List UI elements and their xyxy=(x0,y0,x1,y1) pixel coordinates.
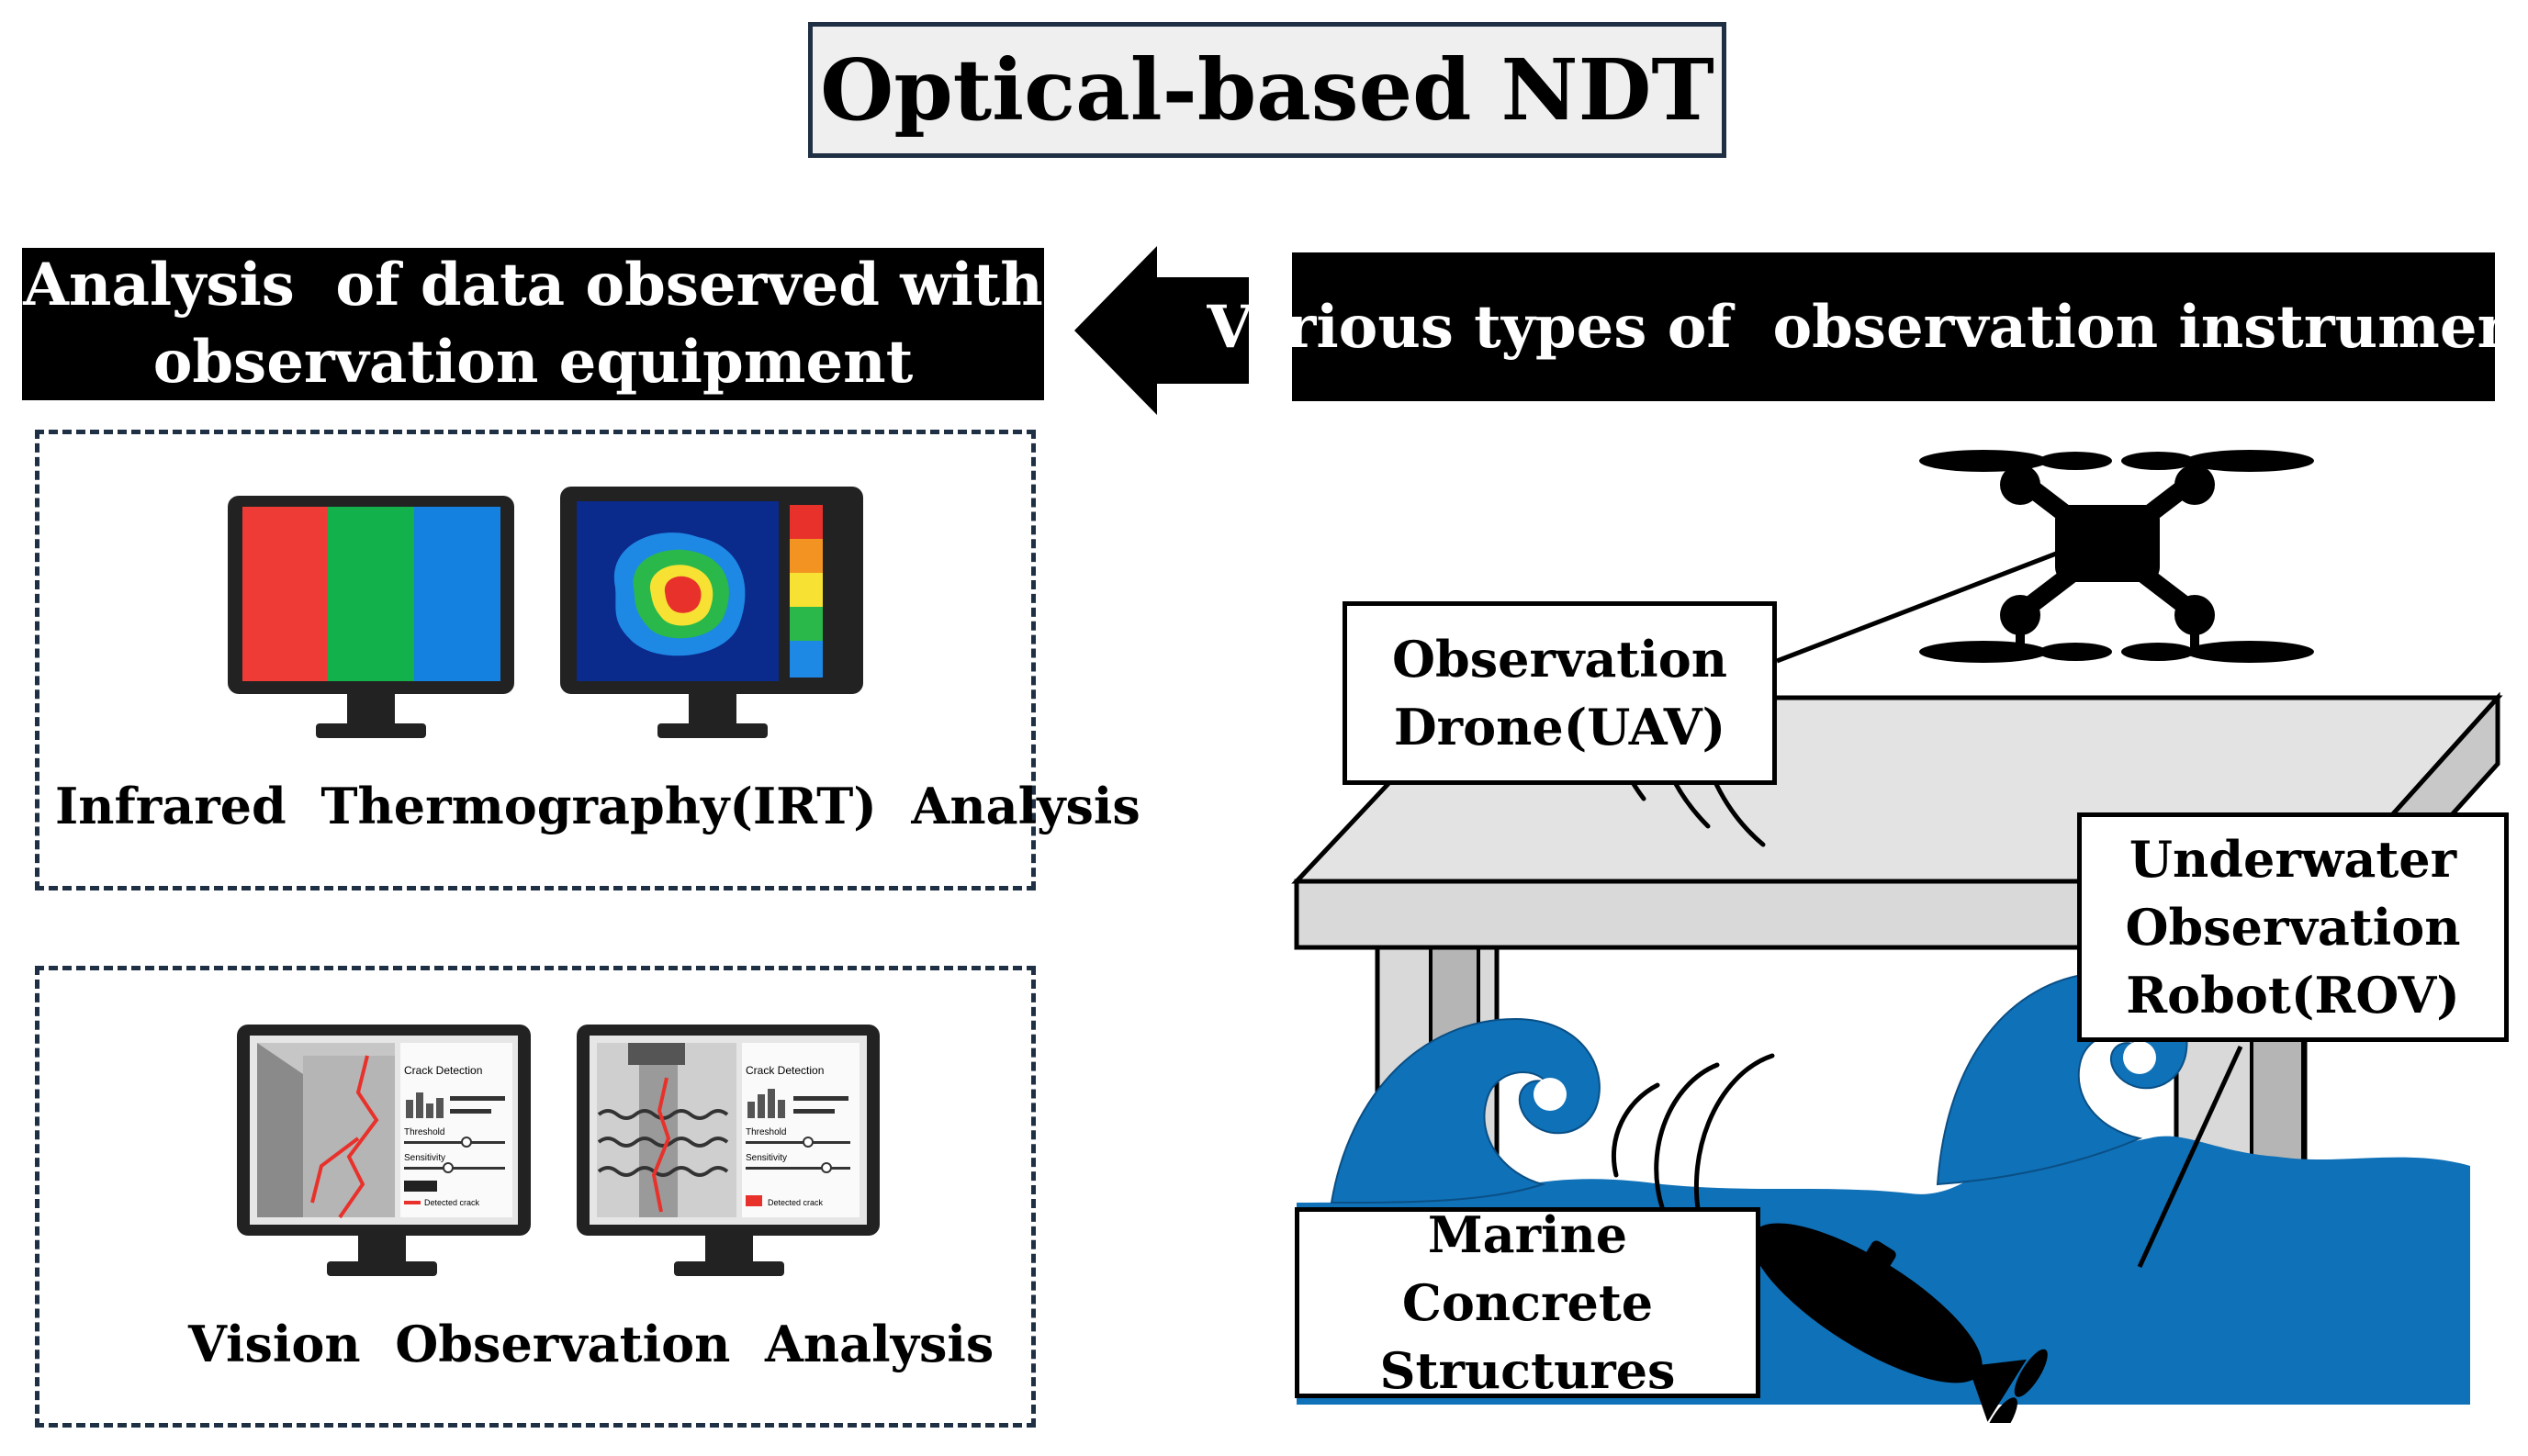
marine-callout-line1: Marine Concrete xyxy=(1401,1205,1654,1332)
vision-sensitivity-b: Sensitivity xyxy=(746,1153,787,1163)
analysis-header: Analysis of data observed with observati… xyxy=(22,248,1044,400)
vision-legend-a: Detected crack xyxy=(424,1198,480,1207)
drone-icon xyxy=(1919,450,2314,663)
vision-panel-title-a: Crack Detection xyxy=(404,1064,482,1077)
analysis-header-line1: Analysis of data observed with xyxy=(23,251,1043,319)
irt-monitors xyxy=(228,487,863,738)
rov-callout-line2: Observation xyxy=(2125,898,2461,957)
drone-callout-line1: Observation xyxy=(1391,630,1728,689)
rov-callout-line3: Robot(ROV) xyxy=(2126,966,2460,1025)
drone-callout: Observation Drone(UAV) xyxy=(1343,601,1777,785)
irt-analysis-label: Infrared Thermography(IRT) Analysis xyxy=(55,777,1140,835)
rov-callout: Underwater Observation Robot(ROV) xyxy=(2077,812,2509,1042)
rov-leader-line xyxy=(2137,1045,2243,1269)
vision-legend-b: Detected crack xyxy=(768,1198,824,1207)
crack-detection-monitor-icon: Crack Detection Threshold Sensitivity De… xyxy=(237,1025,531,1276)
vision-analysis-panel xyxy=(35,966,1036,1428)
vision-panel-title-b: Crack Detection xyxy=(746,1064,824,1077)
rov-callout-line1: Underwater xyxy=(2129,830,2457,889)
thermal-monitor-icon xyxy=(560,487,863,738)
vision-threshold-b: Threshold xyxy=(746,1127,786,1137)
vision-monitors: Crack Detection Threshold Sensitivity De… xyxy=(237,1025,880,1276)
vision-analysis-label: Vision Observation Analysis xyxy=(188,1315,994,1373)
marine-structure-callout: Marine Concrete Structures xyxy=(1295,1205,1760,1400)
rov-signal-icon xyxy=(1611,1053,1775,1238)
drone-leader-line xyxy=(1776,543,2076,664)
rov-icon xyxy=(1751,1223,2048,1423)
rgb-monitor-icon xyxy=(228,496,514,738)
vision-threshold-a: Threshold xyxy=(404,1127,444,1137)
instruments-header: Various types of observation instruments xyxy=(1207,252,2528,401)
vision-sensitivity-a: Sensitivity xyxy=(404,1153,445,1163)
left-arrow-icon xyxy=(1074,246,1249,415)
drone-callout-line2: Drone(UAV) xyxy=(1393,698,1726,756)
page-title: Optical-based NDT xyxy=(808,22,1726,158)
analysis-header-line2: observation equipment xyxy=(152,328,914,397)
irt-analysis-panel xyxy=(35,430,1036,890)
marine-callout-line2: Structures xyxy=(1379,1341,1676,1400)
crack-detection-monitor-icon: Crack Detection Threshold Sensitivity De… xyxy=(577,1025,880,1276)
